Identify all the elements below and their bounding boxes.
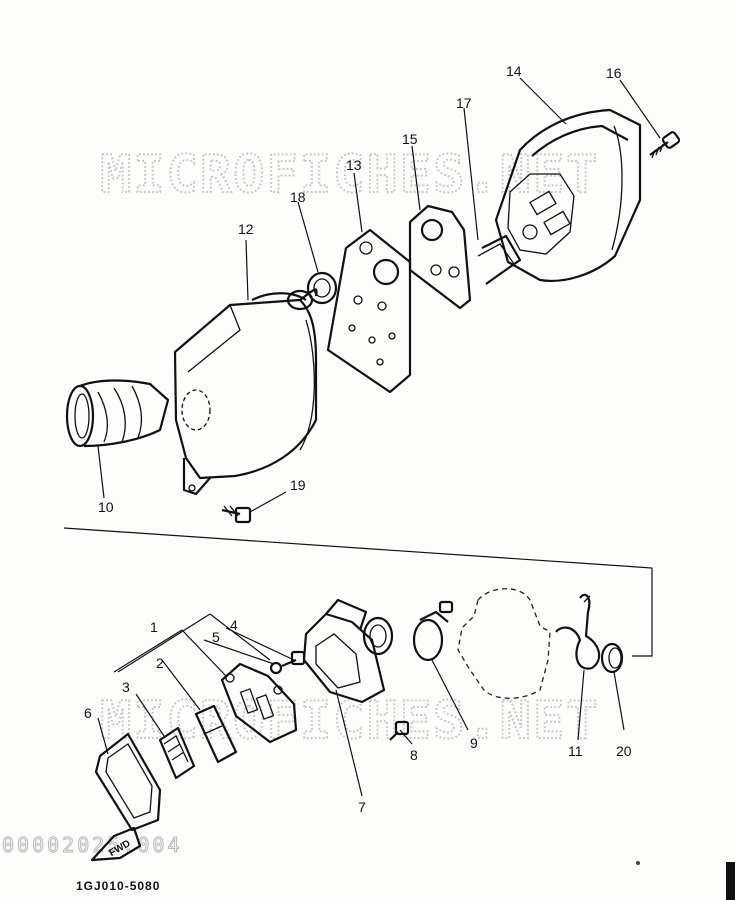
part-14-cover <box>494 108 642 282</box>
callout-9: 9 <box>470 735 478 751</box>
part-2-stopper-plate <box>194 704 238 764</box>
carburetor-reference-outline <box>457 588 551 699</box>
watermark-top: MICROFICHES.NET <box>100 145 600 205</box>
callout-10: 10 <box>98 499 114 515</box>
callout-5: 5 <box>212 629 220 645</box>
part-13-element-plate <box>326 228 412 394</box>
part-20-cap <box>600 642 624 674</box>
assembly-frame-line <box>63 527 653 657</box>
callout-14: 14 <box>506 63 522 79</box>
callout-3: 3 <box>122 679 130 695</box>
part-7-manifold <box>302 598 394 704</box>
callout-4: 4 <box>230 617 238 633</box>
callout-19: 19 <box>290 477 306 493</box>
edge-mark <box>726 862 735 900</box>
callout-7: 7 <box>358 799 366 815</box>
part-18-o-ring <box>306 271 338 305</box>
callout-6: 6 <box>84 705 92 721</box>
part-12-air-cleaner-case <box>173 288 318 496</box>
callout-2: 2 <box>156 655 164 671</box>
callout-1: 1 <box>150 619 158 635</box>
callout-15: 15 <box>402 131 418 147</box>
part-17-wire-clip <box>477 234 522 285</box>
part-8-bolt <box>389 720 410 741</box>
callout-12: 12 <box>238 221 254 237</box>
side-code: 00002025.004 <box>2 833 183 857</box>
speck <box>636 861 640 865</box>
part-15-bracket-plate <box>408 204 472 310</box>
part-16-screw <box>649 131 681 159</box>
callout-20: 20 <box>616 743 632 759</box>
part-number-label: 1GJ010-5080 <box>76 879 160 893</box>
callout-17: 17 <box>456 95 472 111</box>
callout-8: 8 <box>410 747 418 763</box>
callout-11: 11 <box>568 743 583 759</box>
part-9-hose-clamp <box>412 600 454 662</box>
callout-18: 18 <box>290 189 306 205</box>
callout-13: 13 <box>346 157 362 173</box>
part-11-spring <box>555 593 601 670</box>
callout-16: 16 <box>606 65 622 81</box>
part-6-gasket <box>94 732 162 832</box>
part-1-reed-valve-assembly <box>220 662 298 744</box>
part-3-reed-valve <box>158 726 196 780</box>
part-19-bolt <box>221 505 252 524</box>
part-10-intake-joint <box>65 379 170 448</box>
leader-lines <box>97 77 661 797</box>
watermark-bottom: MICROFICHES.NET <box>100 691 600 751</box>
part-5-washer <box>269 661 283 675</box>
